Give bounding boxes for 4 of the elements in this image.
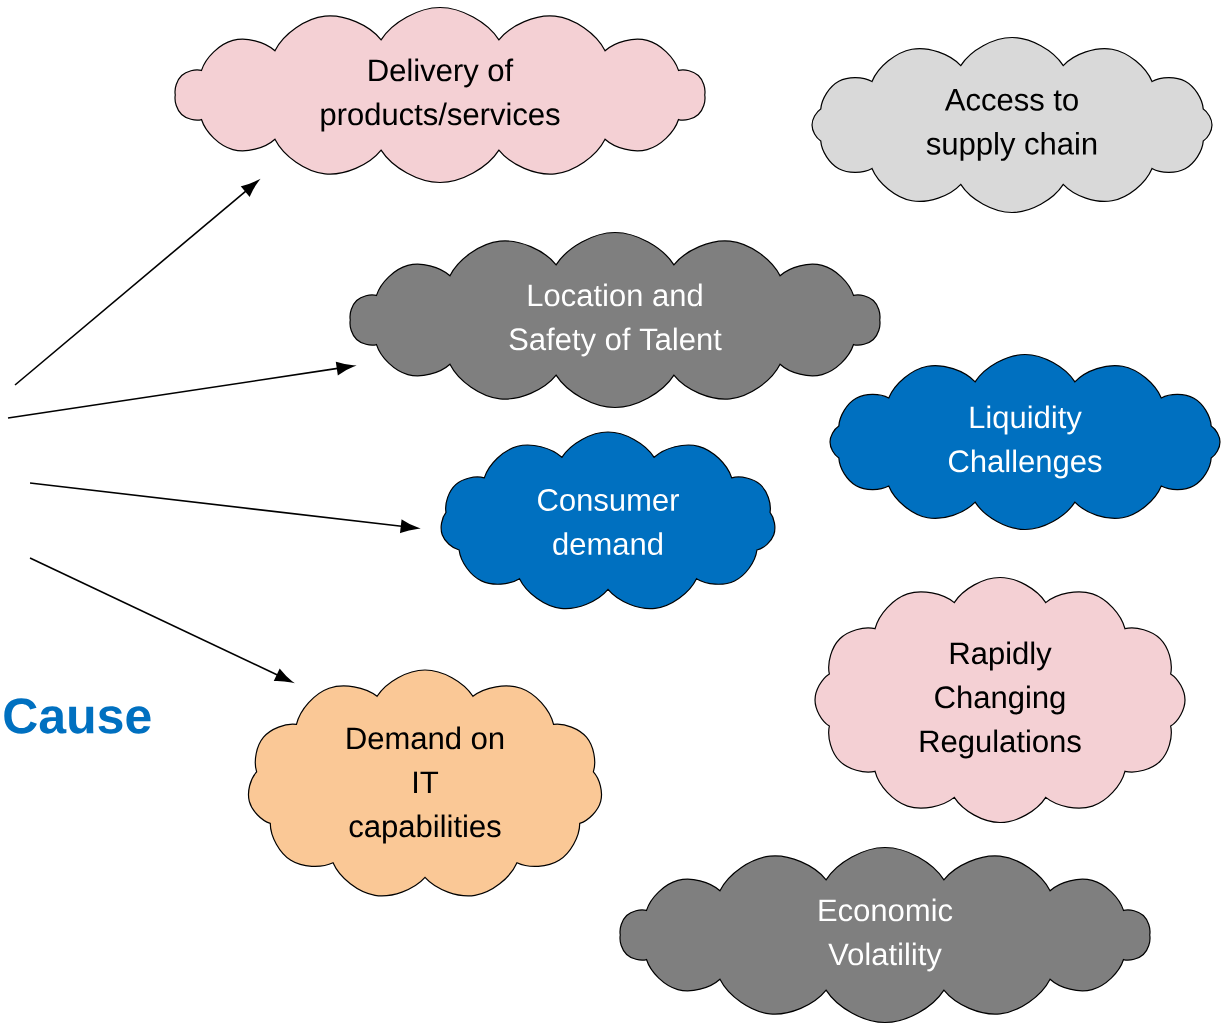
arrow xyxy=(14,180,259,386)
arrow xyxy=(29,557,293,683)
arrow xyxy=(7,362,354,419)
cause-label: Cause xyxy=(4,698,151,734)
